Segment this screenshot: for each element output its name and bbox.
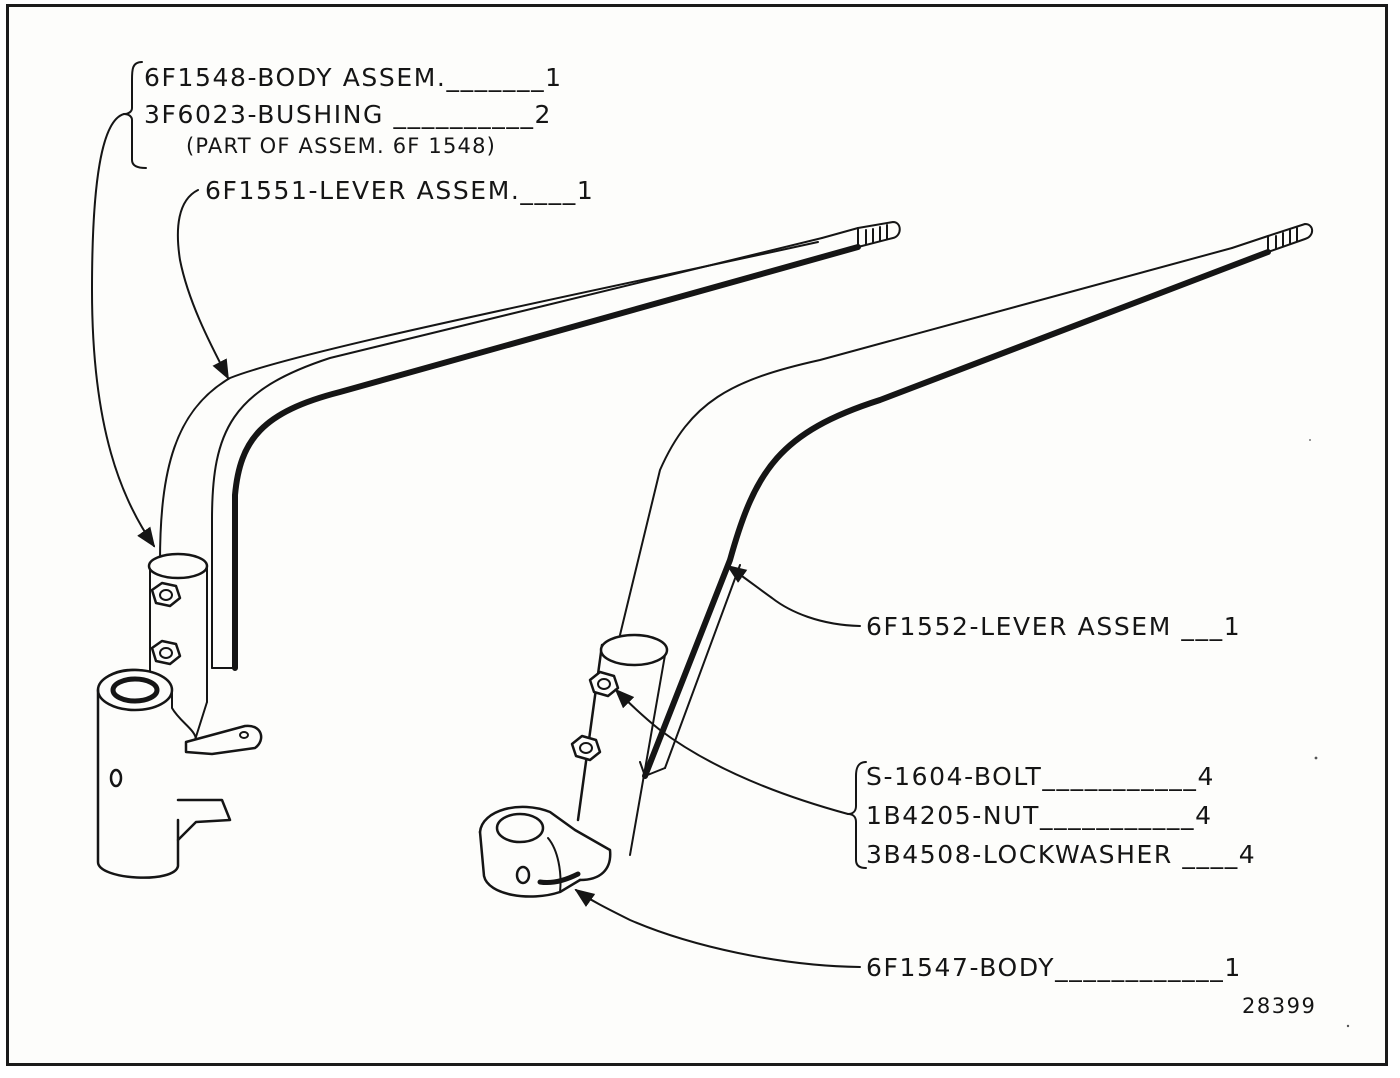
leader-lines xyxy=(91,61,867,968)
callout-part-of-assem: (PART OF ASSEM. 6F 1548) xyxy=(186,134,497,158)
callout-3f6023-bushing: 3F6023-BUSHING __________2 xyxy=(144,100,553,129)
callout-6f1552-lever-assem: 6F1552-LEVER ASSEM ___1 xyxy=(866,612,1242,641)
right-bolt-upper xyxy=(588,670,620,698)
callout-1b4205-nut: 1B4205-NUT___________4 xyxy=(866,801,1213,830)
callout-6f1548-body-assem: 6F1548-BODY ASSEM._______1 xyxy=(144,63,563,92)
left-bolt-upper xyxy=(150,581,182,608)
callout-6f1547-body: 6F1547-BODY____________1 xyxy=(866,953,1242,982)
callout-s1604-bolt: S-1604-BOLT___________4 xyxy=(866,762,1215,791)
callout-6f1551-lever-assem: 6F1551-LEVER ASSEM.____1 xyxy=(205,176,595,205)
callout-3b4508-lockwasher: 3B4508-LOCKWASHER ____4 xyxy=(866,840,1257,869)
right-bolt-lower xyxy=(570,734,602,762)
right-lever-assembly xyxy=(478,223,1314,898)
left-lever-assembly xyxy=(96,221,901,879)
figure-number: 28399 xyxy=(1242,994,1317,1018)
left-bolt-lower xyxy=(150,639,182,666)
left-lever-bar xyxy=(211,237,823,669)
right-lever-bar xyxy=(619,247,1233,636)
